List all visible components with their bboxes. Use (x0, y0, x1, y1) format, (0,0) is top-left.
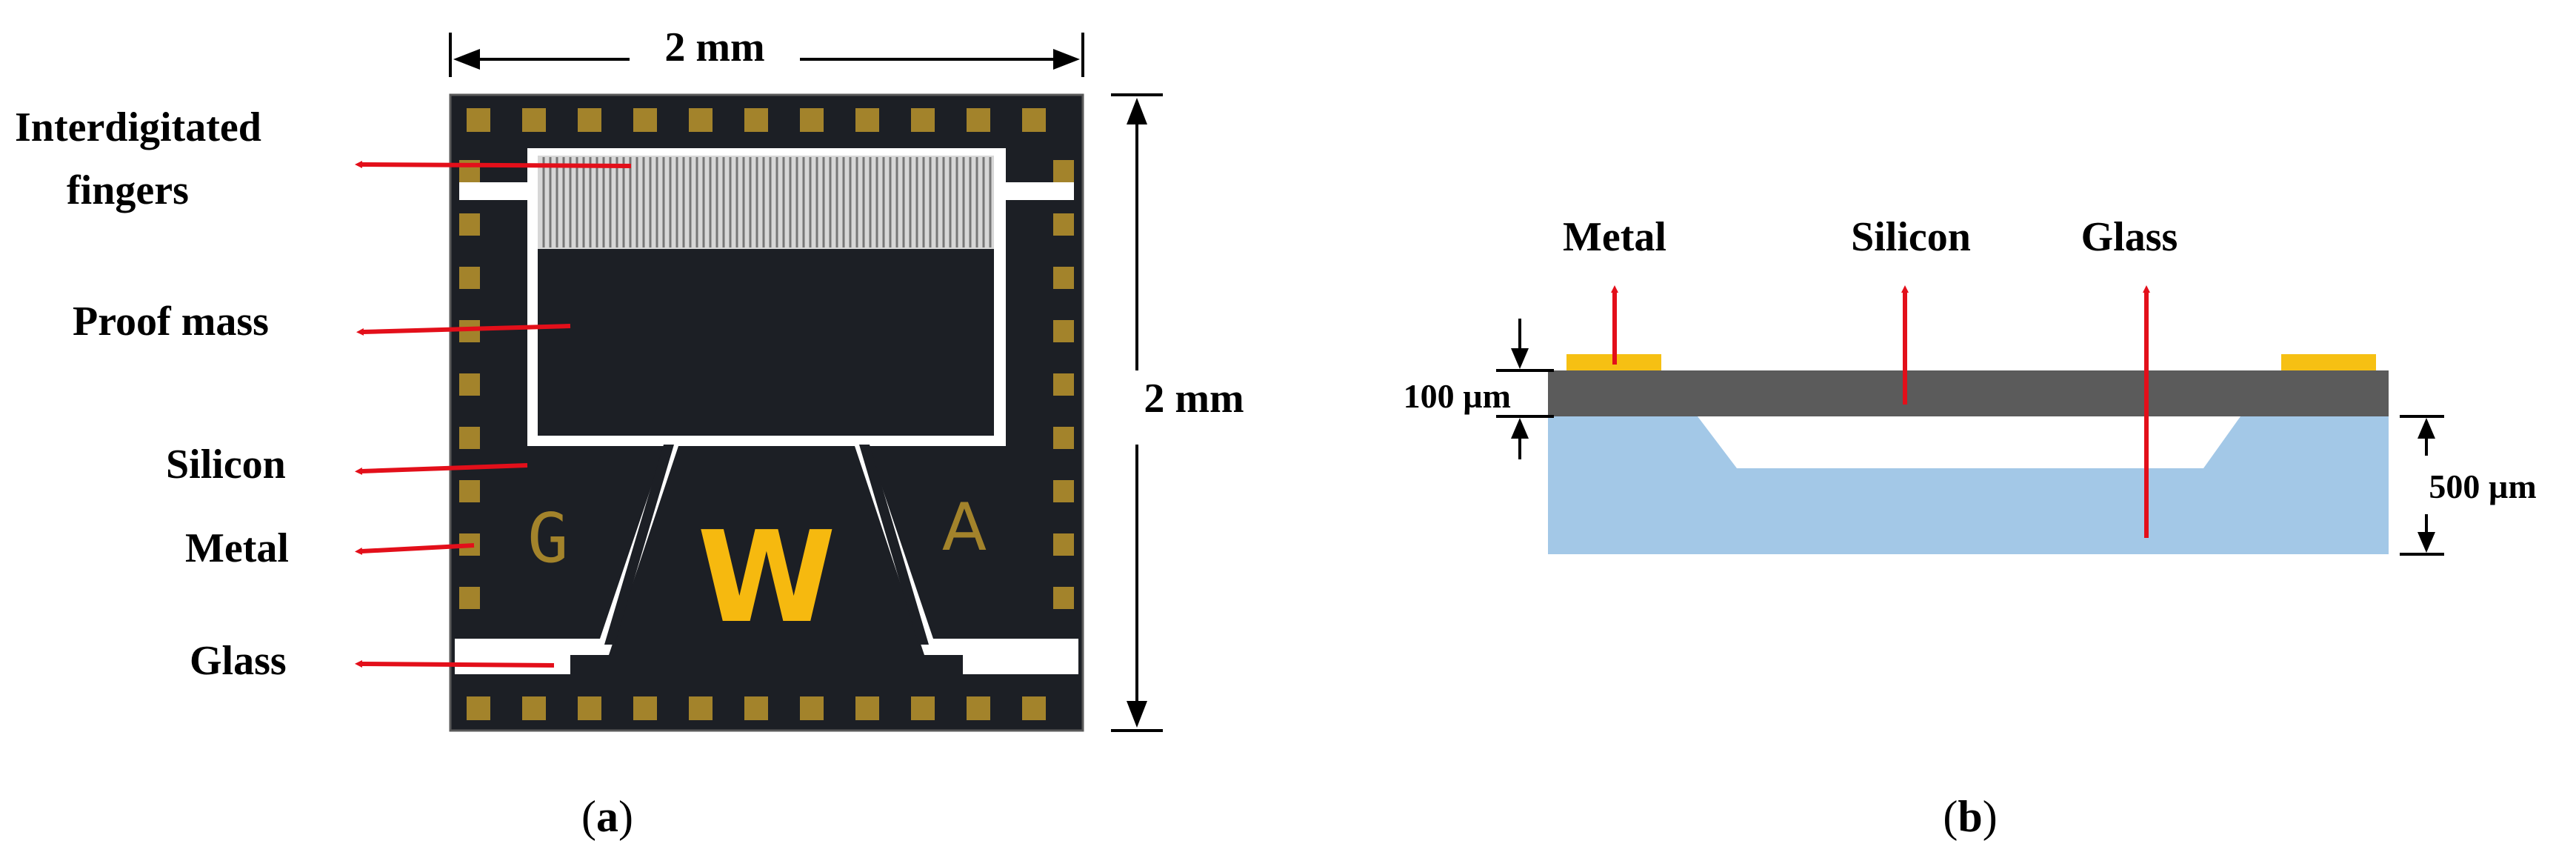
spring-beams (604, 445, 929, 645)
label-proof-mass: Proof mass (73, 299, 269, 345)
label-silicon: Silicon (166, 442, 286, 488)
chip-letter-a: A (942, 489, 987, 565)
silicon-thickness-arrow (1496, 319, 1554, 459)
silicon-layer (1548, 370, 2389, 416)
pointer-arrows-a (355, 161, 632, 668)
panel-a: 2 mm 2 mm (15, 24, 1244, 841)
caption-b-letter: b (1958, 792, 1982, 841)
label-metal-b: Metal (1563, 214, 1666, 260)
label-interdigitated-line2: fingers (67, 167, 189, 213)
height-dimension-label: 2 mm (1144, 376, 1244, 422)
caption-b: (b) (1943, 792, 1997, 841)
width-dimension-label: 2 mm (664, 24, 764, 70)
chip-letter-g: G (527, 499, 568, 578)
caption-a: (a) (581, 792, 633, 841)
chip-layout: G W A (449, 93, 1084, 732)
panel-b: Metal Silicon Glass 100 µm 500 (1404, 214, 2537, 841)
label-glass: Glass (190, 638, 287, 684)
glass-substrate (1548, 416, 2389, 554)
interdigitated-fingers (538, 156, 994, 249)
proof-mass (538, 249, 994, 436)
silicon-thickness-label: 100 µm (1404, 377, 1511, 415)
caption-a-letter: a (596, 792, 618, 841)
metal-pad-right (2281, 354, 2376, 370)
glass-thickness-label: 500 µm (2429, 468, 2536, 505)
label-glass-b: Glass (2081, 214, 2178, 260)
label-interdigitated-line1: Interdigitated (15, 104, 261, 150)
height-dimension-arrow (1111, 93, 1163, 732)
label-metal: Metal (185, 525, 289, 571)
label-silicon-b: Silicon (1851, 214, 1971, 260)
pointer-arrows-b (1611, 285, 2150, 538)
chip-letter-w: W (697, 505, 836, 651)
width-dimension-arrow (449, 33, 1084, 77)
glass-thickness-arrow (2400, 415, 2444, 556)
